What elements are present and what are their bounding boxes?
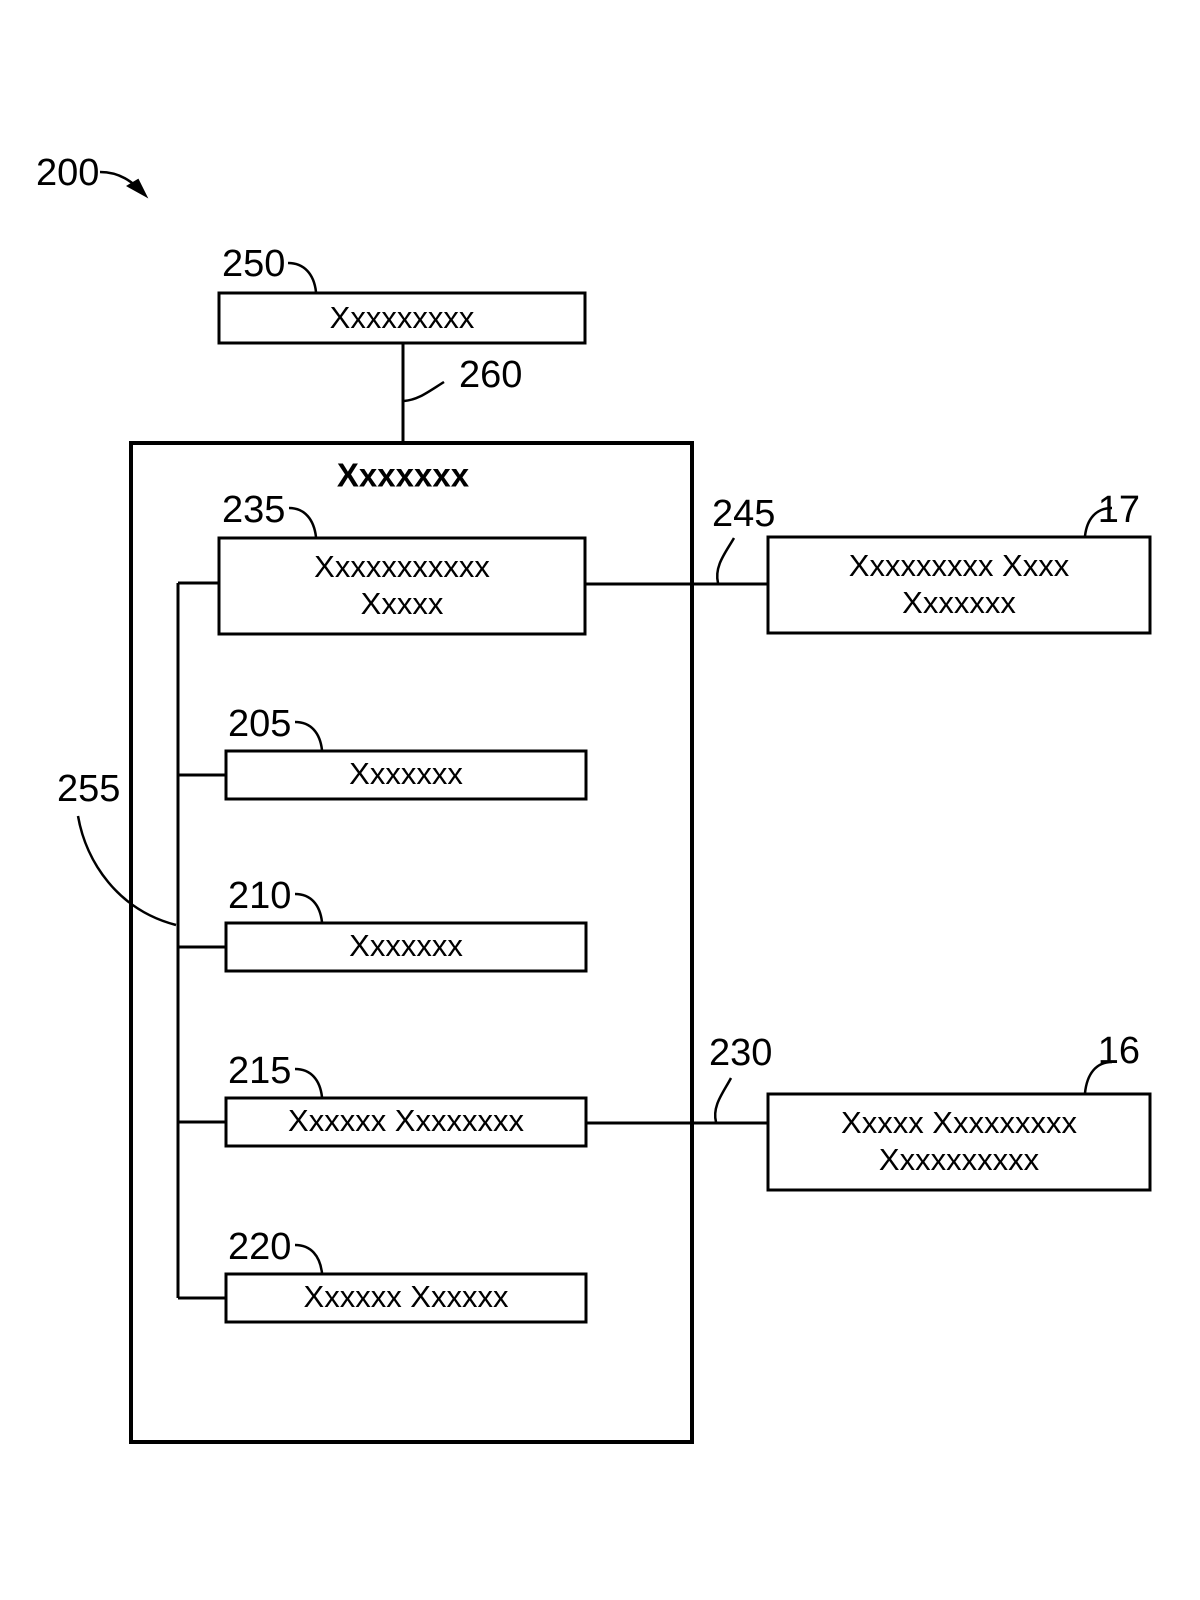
ref-label-16: 16 xyxy=(1098,1030,1140,1072)
ref-leader-16 xyxy=(1083,1060,1113,1094)
box-16-label-line1: Xxxxx Xxxxxxxxx xyxy=(841,1105,1077,1140)
ref-leader-215 xyxy=(294,1067,324,1098)
box-205-label-line1: Xxxxxxx xyxy=(349,756,463,791)
ref-label-260: 260 xyxy=(459,354,522,396)
ref-label-210: 210 xyxy=(228,875,291,917)
ref-label-235: 235 xyxy=(222,489,285,531)
figure-ref-200-arrowhead xyxy=(126,178,149,199)
box-17-label-line1: Xxxxxxxxx Xxxx xyxy=(849,548,1070,583)
box-16-label-line2: Xxxxxxxxxx xyxy=(879,1142,1040,1177)
ref-leader-205 xyxy=(294,720,324,751)
ref-label-215: 215 xyxy=(228,1050,291,1092)
box-235-label-line2: Xxxxx xyxy=(361,586,444,621)
ref-leader-17 xyxy=(1083,506,1113,537)
box-16[interactable] xyxy=(766,1092,1152,1192)
ref-leader-255 xyxy=(76,815,177,927)
ref-leader-245 xyxy=(715,537,736,584)
ref-leader-235 xyxy=(288,506,318,538)
ref-leader-220 xyxy=(294,1243,324,1274)
ref-leader-230 xyxy=(713,1077,733,1123)
box-210-label-line1: Xxxxxxx xyxy=(349,928,463,963)
ref-label-230: 230 xyxy=(709,1032,772,1074)
box-220-label-line1: Xxxxxx Xxxxxx xyxy=(304,1279,509,1314)
box-17-label-line2: Xxxxxxx xyxy=(902,585,1016,620)
box-220[interactable] xyxy=(224,1272,588,1324)
box-210[interactable] xyxy=(224,921,588,973)
ref-label-220: 220 xyxy=(228,1226,291,1268)
ref-leader-260 xyxy=(403,380,445,403)
ref-label-255: 255 xyxy=(57,768,120,810)
ref-label-250: 250 xyxy=(222,243,285,285)
box-17[interactable] xyxy=(766,535,1152,635)
box-215-label-line1: Xxxxxx Xxxxxxxx xyxy=(288,1103,524,1138)
box-215[interactable] xyxy=(224,1096,588,1148)
box-235[interactable] xyxy=(217,536,587,636)
box-250-label: Xxxxxxxxx xyxy=(330,300,475,335)
figure-ref-200: 200 xyxy=(36,152,99,194)
ref-label-205: 205 xyxy=(228,703,291,745)
box-250[interactable] xyxy=(217,291,587,345)
box-235-label-line1: Xxxxxxxxxxx xyxy=(314,549,490,584)
ref-leader-210 xyxy=(294,892,324,923)
ref-leader-250 xyxy=(287,261,318,293)
ref-label-245: 245 xyxy=(712,493,775,535)
outer-container-title: Xxxxxxx xyxy=(337,457,470,494)
box-205[interactable] xyxy=(224,749,588,801)
